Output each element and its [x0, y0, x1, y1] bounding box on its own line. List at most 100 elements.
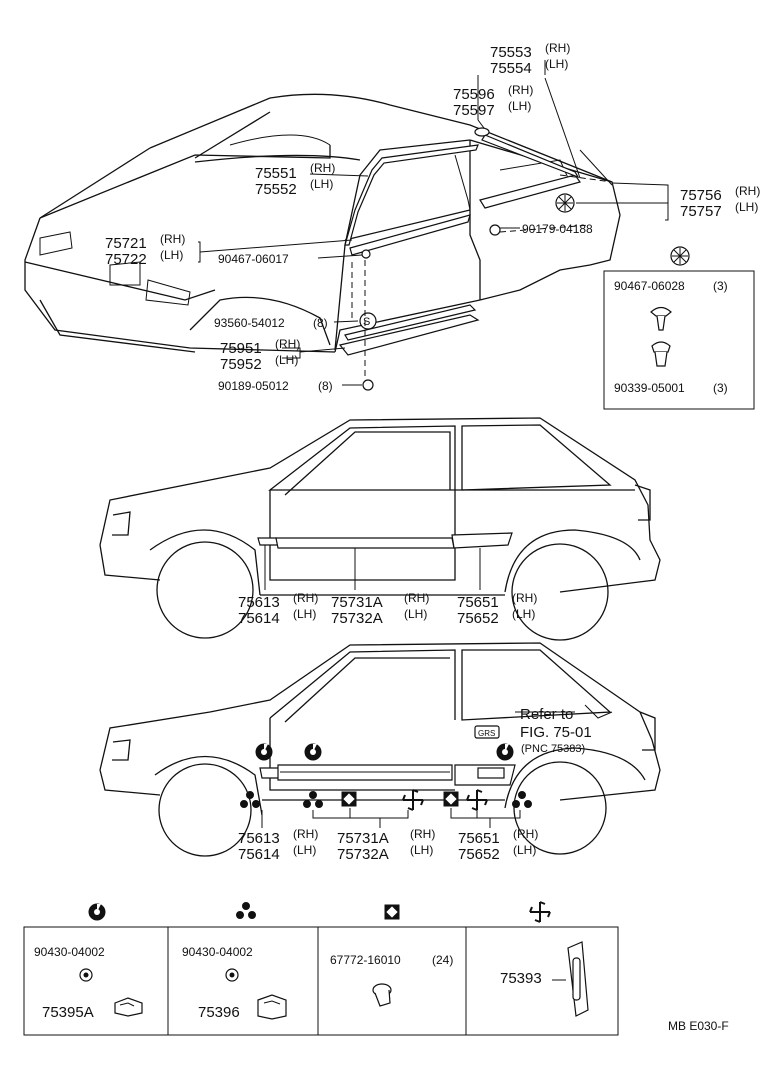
label-75951: 75951: [220, 340, 262, 357]
clip-c-icon: [496, 743, 514, 761]
drawing-code: MB E030-F: [668, 1019, 729, 1033]
clip-square-icon: [384, 904, 400, 920]
legend-cell3-part-a: 67772-16010: [330, 953, 401, 967]
lh-tag: (LH): [545, 57, 568, 71]
moulding-75731A: [275, 537, 455, 549]
rh-tag: (RH): [160, 232, 185, 246]
clip-block-icon: [114, 997, 143, 1017]
quarter-moulding: [479, 174, 581, 209]
label-75652: 75652: [457, 610, 499, 627]
label-75614: 75614: [238, 610, 280, 627]
label-75613: 75613: [238, 594, 280, 611]
label-75722: 75722: [105, 251, 147, 268]
grs-badge-text: GRS: [478, 729, 495, 738]
legend-cell1-part-a: 90430-04002: [34, 945, 105, 959]
roof-clip: [474, 127, 490, 137]
label-75551: 75551: [255, 165, 297, 182]
lh-tag: (LH): [293, 843, 316, 857]
label-75596: 75596: [453, 86, 495, 103]
label-75597: 75597: [453, 102, 495, 119]
lh-tag: (LH): [512, 607, 535, 621]
label-90179: 90179-04188: [522, 222, 593, 236]
retainer-clip-icon: [567, 941, 589, 1017]
lh-tag: (LH): [275, 353, 298, 367]
grommet-icon: [372, 983, 392, 1007]
label-75651: 75651: [457, 594, 499, 611]
refer-to-label: Refer to: [520, 706, 573, 723]
label-90189: 90189-05012: [218, 379, 289, 393]
moulding-75613-lower: [259, 767, 281, 779]
rh-tag: (RH): [404, 591, 429, 605]
clip-pinwheel-icon: [466, 789, 488, 811]
label-90467-06017: 90467-06017: [218, 252, 289, 266]
asterisk-icon: [555, 193, 575, 213]
rh-tag: (RH): [275, 337, 300, 351]
lh-tag: (LH): [410, 843, 433, 857]
legend-cell2-part-b: 75396: [198, 1004, 240, 1021]
clip-c-icon: [304, 743, 322, 761]
top-callouts: 75553 (RH) 75554 (LH) 75596 (RH) 75597 (…: [105, 41, 760, 393]
clip-block-icon: [257, 994, 287, 1020]
label-75553: 75553: [490, 44, 532, 61]
label-75613-lower: 75613: [238, 830, 280, 847]
clip-triple-icon: [303, 791, 323, 808]
label-75731A: 75731A: [331, 594, 383, 611]
rh-tag: (RH): [513, 827, 538, 841]
lh-tag: (LH): [160, 248, 183, 262]
rh-tag: (RH): [545, 41, 570, 55]
grs-badge: [474, 725, 500, 739]
car-side-view-1: 75613 (RH) 75614 (LH) 75731A (RH) 75732A…: [99, 417, 661, 641]
s-mark-label: S: [363, 316, 370, 328]
clip-square-icon: [443, 791, 459, 807]
fig-ref-label: FIG. 75-01: [520, 724, 592, 741]
label-75756: 75756: [680, 187, 722, 204]
lh-tag: (LH): [404, 607, 427, 621]
label-75732A: 75732A: [331, 610, 383, 627]
lh-tag: (LH): [508, 99, 531, 113]
clip-triple-icon: [240, 791, 260, 808]
label-75614-lower: 75614: [238, 846, 280, 863]
legend-cell4-part-a: 75393: [500, 970, 542, 987]
window-frame-moulding: [344, 144, 479, 246]
s-mark-circle: [359, 312, 377, 330]
clip-triple-icon: [236, 902, 256, 919]
label-75757: 75757: [680, 203, 722, 220]
clip-pinwheel-icon: [529, 901, 551, 923]
clip-legend-table: 90430-04002 75395A 90430-04002 75396 677…: [23, 901, 619, 1036]
car-side-view-2: GRS Refer to FIG. 75-01 (PNC 75383): [99, 642, 661, 863]
label-75652-lower: 75652: [458, 846, 500, 863]
qty-90467-06028: (3): [713, 279, 728, 293]
label-93560: 93560-54012: [214, 316, 285, 330]
lh-tag: (LH): [735, 200, 758, 214]
rh-tag: (RH): [293, 827, 318, 841]
car-perspective-view: S: [24, 93, 621, 391]
label-75732A-lower: 75732A: [337, 846, 389, 863]
lh-tag: (LH): [293, 607, 316, 621]
label-75952: 75952: [220, 356, 262, 373]
label-75554: 75554: [490, 60, 532, 77]
qty-93560: (8): [313, 316, 328, 330]
asterisk-icon: [670, 246, 690, 266]
rh-tag: (RH): [508, 83, 533, 97]
clip-triple-icon: [512, 791, 532, 808]
rh-tag: (RH): [293, 591, 318, 605]
pnc-ref-label: (PNC 75383): [521, 743, 585, 755]
label-75721: 75721: [105, 235, 147, 252]
clip-c-icon: [255, 743, 273, 761]
rh-tag: (RH): [310, 161, 335, 175]
label-90467-06028: 90467-06028: [614, 279, 685, 293]
label-75552: 75552: [255, 181, 297, 198]
clip-90467-06028-icon: [650, 306, 672, 331]
nut-icon: [79, 968, 93, 982]
nut-90189: [362, 379, 374, 391]
clip-90339-05001-icon: [651, 341, 671, 367]
nut-90179: [489, 224, 501, 236]
label-75731A-lower: 75731A: [337, 830, 389, 847]
moulding-75651: [451, 532, 513, 549]
asterisk-detail-box: 90467-06028 (3) 90339-05001 (3): [603, 246, 755, 410]
belt-moulding-front: [349, 214, 471, 256]
roof-drip-moulding: [481, 134, 580, 179]
qty-90189: (8): [318, 379, 333, 393]
label-90339: 90339-05001: [614, 381, 685, 395]
